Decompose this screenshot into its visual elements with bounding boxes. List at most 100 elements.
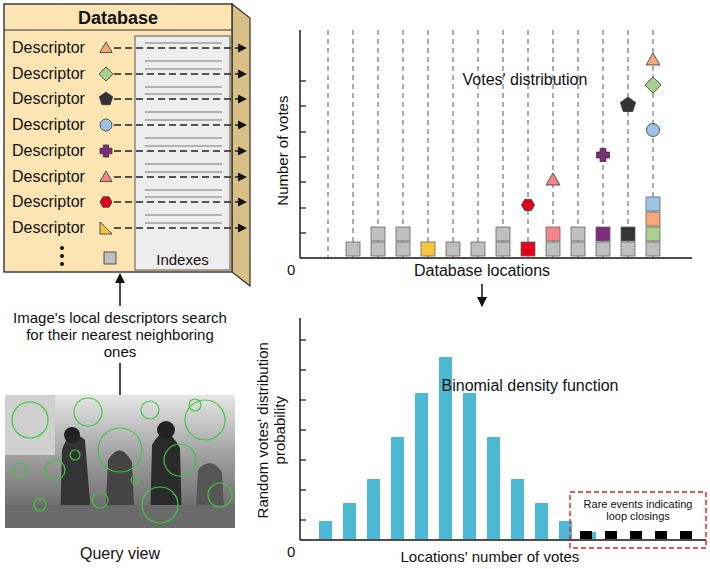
rare-event-bar bbox=[680, 531, 692, 539]
axis-tick bbox=[300, 207, 306, 208]
location-line bbox=[453, 30, 454, 258]
vote-square bbox=[571, 227, 585, 241]
vote-square bbox=[521, 242, 535, 256]
index-entry bbox=[145, 43, 222, 44]
chart-title: Votes' distribution bbox=[463, 71, 588, 89]
square-marker bbox=[104, 252, 116, 264]
rare-event-bar bbox=[580, 531, 592, 539]
density-bar bbox=[367, 479, 380, 539]
hexagon-marker bbox=[522, 199, 535, 210]
diamond-marker bbox=[99, 67, 113, 81]
index-link bbox=[114, 47, 246, 48]
density-bar bbox=[319, 521, 332, 539]
vote-square bbox=[546, 227, 560, 241]
pentagon-marker bbox=[620, 97, 635, 112]
descriptor-label: Descriptor bbox=[12, 39, 85, 57]
index-link bbox=[114, 201, 246, 202]
index-link bbox=[114, 124, 246, 125]
index-entry bbox=[145, 87, 222, 88]
triangle-marker bbox=[100, 171, 112, 182]
axis-tick bbox=[300, 429, 306, 430]
vote-square bbox=[346, 242, 360, 256]
index-link bbox=[114, 176, 246, 177]
axis-tick bbox=[300, 459, 306, 460]
index-entry bbox=[145, 112, 222, 113]
axis-origin: 0 bbox=[287, 261, 295, 278]
location-line bbox=[628, 30, 629, 258]
rare-event-bar bbox=[605, 531, 617, 539]
location-line bbox=[603, 30, 604, 258]
votes-axes bbox=[300, 30, 692, 258]
index-entry bbox=[145, 138, 222, 139]
hexagon-marker bbox=[100, 197, 112, 207]
vote-square bbox=[496, 242, 510, 256]
axis-title: Database locations bbox=[414, 262, 550, 280]
vote-square bbox=[571, 242, 585, 256]
vote-square bbox=[621, 227, 635, 241]
chart-title: Binomial density function bbox=[442, 377, 619, 395]
diamond-marker bbox=[645, 77, 661, 93]
index-entry bbox=[145, 69, 222, 70]
index-entry bbox=[145, 190, 222, 191]
index-entry bbox=[145, 94, 222, 95]
vote-square bbox=[471, 242, 485, 256]
axis-tick bbox=[300, 105, 306, 106]
index-entry bbox=[145, 197, 222, 198]
descriptor-label: Descriptor bbox=[12, 219, 85, 237]
descriptor-label: Descriptor bbox=[12, 193, 85, 211]
axis-tick bbox=[300, 181, 306, 182]
index-entry bbox=[145, 223, 222, 224]
circle-marker bbox=[647, 124, 660, 137]
vote-square bbox=[371, 227, 385, 241]
descriptor-rows bbox=[99, 42, 246, 264]
index-entry bbox=[145, 146, 222, 147]
vote-square bbox=[646, 242, 660, 256]
circle-marker bbox=[100, 119, 112, 131]
node-title: Query view bbox=[5, 545, 235, 563]
vote-square bbox=[646, 212, 660, 226]
density-bar bbox=[535, 503, 548, 539]
axis-origin: 0 bbox=[287, 543, 295, 560]
rare-event-bar bbox=[655, 531, 667, 539]
density-bar bbox=[391, 437, 404, 539]
location-line bbox=[378, 30, 379, 258]
node-title: Indexes bbox=[135, 251, 230, 268]
location-line bbox=[553, 30, 554, 258]
index-entry bbox=[145, 61, 222, 62]
density-bar bbox=[415, 393, 428, 539]
flow-arrow bbox=[481, 284, 483, 306]
location-line bbox=[428, 30, 429, 258]
vote-square bbox=[596, 227, 610, 241]
index-entry bbox=[145, 215, 222, 216]
pentagon-marker bbox=[99, 92, 112, 105]
location-line bbox=[503, 30, 504, 258]
plus-marker bbox=[100, 145, 112, 157]
axis-tick bbox=[300, 80, 306, 81]
axis-tick bbox=[300, 156, 306, 157]
location-line bbox=[578, 30, 579, 258]
query-photo bbox=[5, 395, 235, 528]
database-front bbox=[4, 4, 232, 272]
rare-events-box bbox=[570, 492, 706, 548]
descriptor-label: Descriptor bbox=[12, 142, 85, 160]
vote-square bbox=[396, 242, 410, 256]
index-link bbox=[114, 227, 246, 228]
density-bar bbox=[463, 393, 476, 539]
triangle-marker bbox=[646, 53, 660, 65]
plus-marker bbox=[597, 149, 610, 162]
location-line bbox=[403, 30, 404, 258]
location-line bbox=[528, 30, 529, 258]
right-triangle-marker bbox=[100, 222, 112, 234]
density-bar bbox=[511, 479, 524, 539]
connector-label: Image's local descriptors search for the… bbox=[13, 306, 228, 364]
votes-chart bbox=[300, 30, 661, 258]
vote-square bbox=[421, 242, 435, 256]
vote-square bbox=[546, 242, 560, 256]
index-panel bbox=[135, 36, 230, 270]
axis-title: Locations' number of votes bbox=[401, 548, 580, 565]
vote-square bbox=[446, 242, 460, 256]
axis-tick bbox=[300, 232, 306, 233]
index-entry bbox=[145, 120, 222, 121]
triangle-marker bbox=[546, 173, 560, 185]
